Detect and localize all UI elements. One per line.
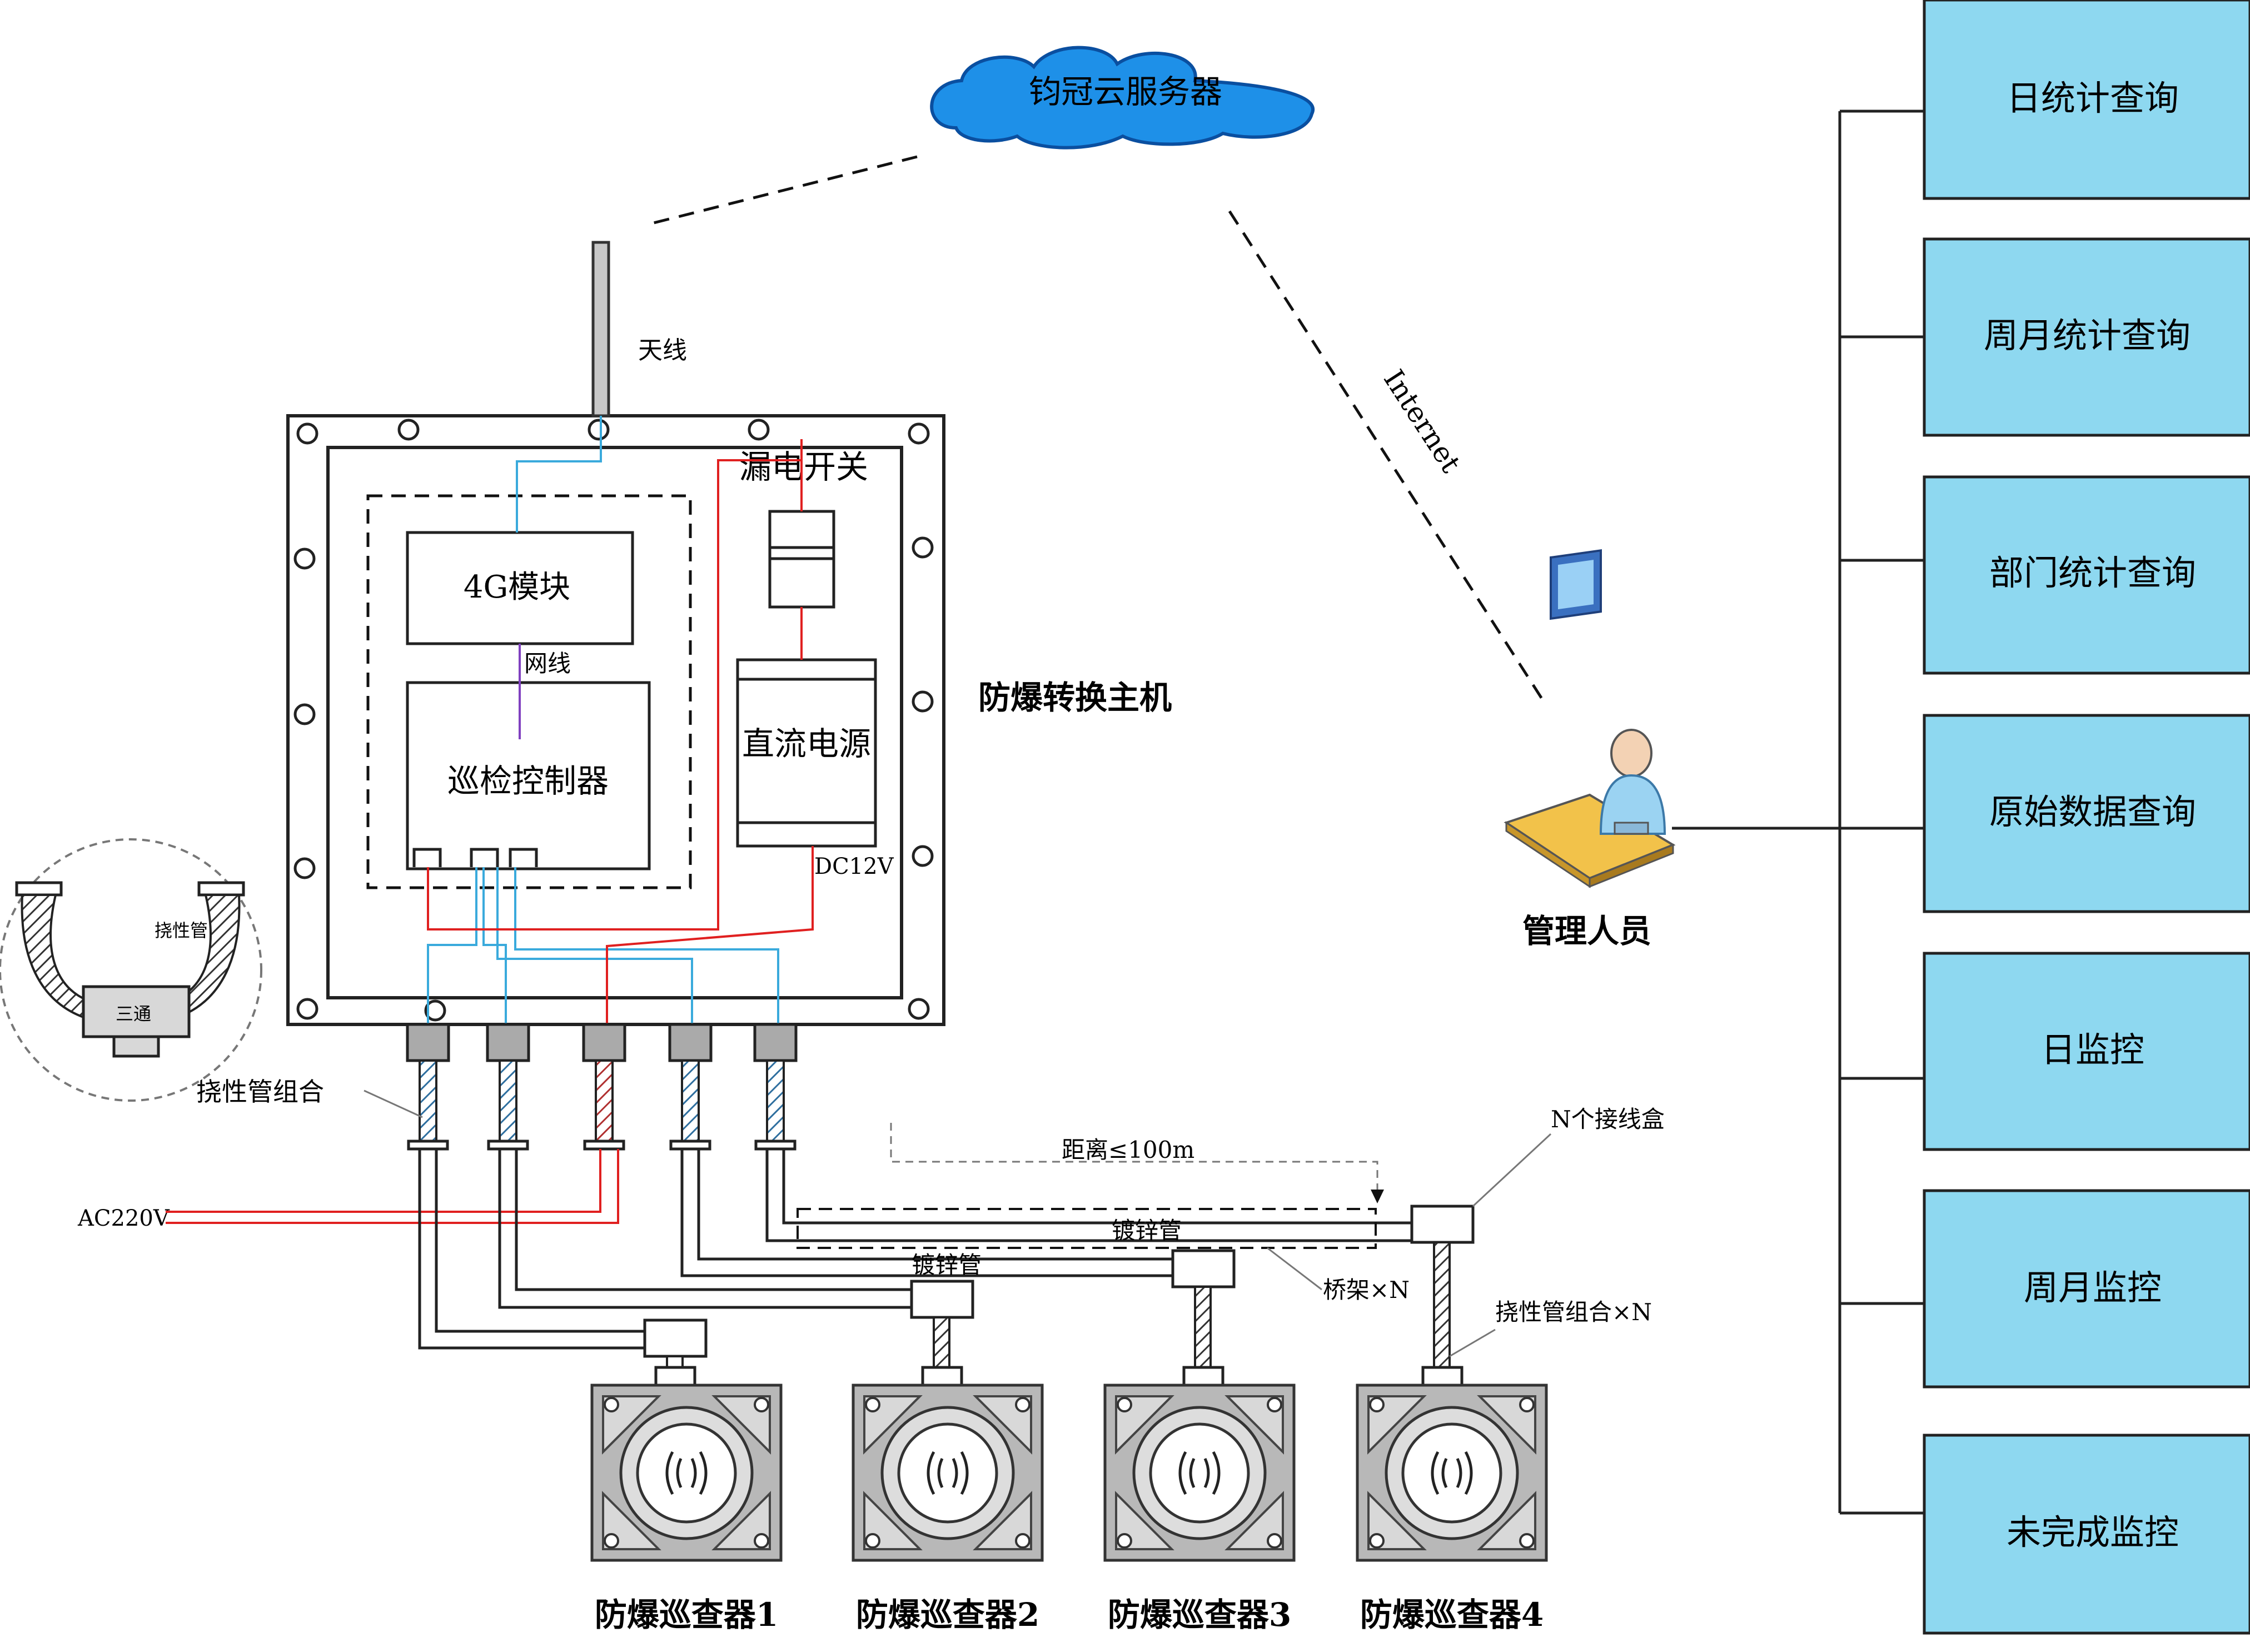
dc-voltage-label: DC12V: [814, 854, 894, 879]
ac-power-label: AC220V: [77, 1206, 170, 1231]
host-bolt-holes: [293, 419, 934, 1022]
distance-arrow-icon: [1371, 1190, 1384, 1203]
cable-tray-leader: [1267, 1247, 1322, 1291]
galvanized-pipe-label-1: 镀锌管: [1112, 1217, 1182, 1244]
inspector-1: 防爆巡查器1: [592, 1366, 781, 1634]
manager-label: 管理人员: [1522, 912, 1651, 950]
manager-icon: [1504, 549, 1676, 888]
cable-tray: [797, 1208, 1377, 1249]
junction-boxes: [643, 1205, 1475, 1358]
inspector-device-icon: [853, 1385, 1042, 1560]
controller-enclosure: [366, 494, 692, 889]
cloud-link-left: [644, 155, 918, 227]
dc-power-supply: [736, 658, 877, 848]
junction-boxes-label: N个接线盒: [1551, 1106, 1665, 1133]
distance-label: 距离≤100m: [1062, 1136, 1194, 1163]
inspector-1-label: 防爆巡查器1: [595, 1596, 778, 1634]
inspector-device-icon: [592, 1385, 781, 1560]
breaker-label: 漏电开关: [739, 448, 868, 486]
dc-power-label: 直流电源: [742, 725, 871, 763]
power-wires: [427, 439, 814, 1034]
inspector-4: 防爆巡查器4: [1357, 1366, 1546, 1634]
menu-item-label: 部门统计查询: [1989, 553, 2196, 593]
menu-tree-lines: [1672, 110, 1924, 1515]
internet-label: Internet: [1377, 364, 1467, 479]
antenna-label: 天线: [638, 336, 687, 365]
distance-marker: [890, 1123, 1378, 1195]
conduit-glands: [406, 1023, 798, 1062]
menu-item-weekly-monthly-stats[interactable]: 周月统计查询: [1923, 237, 2250, 437]
galvanized-pipe-label-2: 镀锌管: [912, 1251, 982, 1278]
junction-boxes-leader: [1472, 1133, 1552, 1207]
menu-item-label: 日监控: [2041, 1029, 2144, 1070]
menu-item-label: 日统计查询: [2007, 78, 2179, 118]
flex-pipe-assembly-n-label: 挠性管组合×N: [1495, 1298, 1652, 1326]
cable-runs: [418, 1149, 1412, 1350]
inspector-device-icon: [1357, 1385, 1546, 1560]
menu-item-label: 未完成监控: [2007, 1512, 2179, 1553]
flexible-pipes: [419, 1059, 785, 1142]
menu-item-incomplete-monitor[interactable]: 未完成监控: [1923, 1434, 2250, 1635]
pipe-clamps: [407, 1140, 797, 1151]
inspection-controller: [406, 681, 651, 870]
menu-item-label: 周月监控: [2024, 1267, 2162, 1308]
flex-pipe-assembly-n-leader: [1449, 1328, 1496, 1357]
cable-tray-label: 桥架×N: [1323, 1276, 1410, 1303]
menu-item-daily-monitor[interactable]: 日监控: [1923, 952, 2250, 1151]
cloud-link-right: [1228, 210, 1545, 701]
inspector-3-label: 防爆巡查器3: [1108, 1596, 1291, 1634]
inspector-3: 防爆巡查器3: [1105, 1366, 1294, 1634]
inspector-4-label: 防爆巡查器4: [1360, 1596, 1544, 1634]
menu-item-label: 原始数据查询: [1989, 792, 2196, 832]
cloud-server: 钧冠云服务器: [930, 46, 1315, 150]
menu-item-weekly-monthly-monitor[interactable]: 周月监控: [1923, 1189, 2250, 1389]
controller-label: 巡检控制器: [447, 762, 609, 800]
cloud-label: 钧冠云服务器: [1029, 73, 1222, 111]
pipe-assembly-inset: 三通 挠性管: [0, 838, 262, 1102]
module-4g-label: 4G模块: [464, 569, 570, 605]
cloud-icon: [930, 46, 1315, 150]
inset-tee-label: 三通: [116, 1003, 151, 1024]
ac-power-wires: [166, 1149, 619, 1224]
inspector-device-icon: [1105, 1385, 1294, 1560]
menu-item-department-stats[interactable]: 部门统计查询: [1923, 475, 2250, 675]
menu-item-daily-stats[interactable]: 日统计查询: [1923, 0, 2250, 200]
leakage-breaker: [768, 510, 835, 609]
menu-item-label: 周月统计查询: [1984, 315, 2191, 356]
inspector-2-label: 防爆巡查器2: [856, 1596, 1039, 1634]
signal-wires: [427, 416, 779, 1034]
host-title: 防爆转换主机: [978, 679, 1172, 716]
menu-item-raw-data[interactable]: 原始数据查询: [1923, 714, 2250, 913]
inset-flex-pipe-label: 挠性管: [155, 920, 208, 941]
module-4g: [406, 531, 634, 645]
flex-pipe-assembly-label: 挠性管组合: [196, 1077, 324, 1107]
network-cable-label: 网线: [524, 650, 571, 677]
inspector-2: 防爆巡查器2: [853, 1366, 1042, 1634]
controller-ports: [412, 848, 538, 867]
flex-pipe-assembly-leader: [364, 1089, 423, 1118]
antenna-icon: [591, 241, 610, 417]
